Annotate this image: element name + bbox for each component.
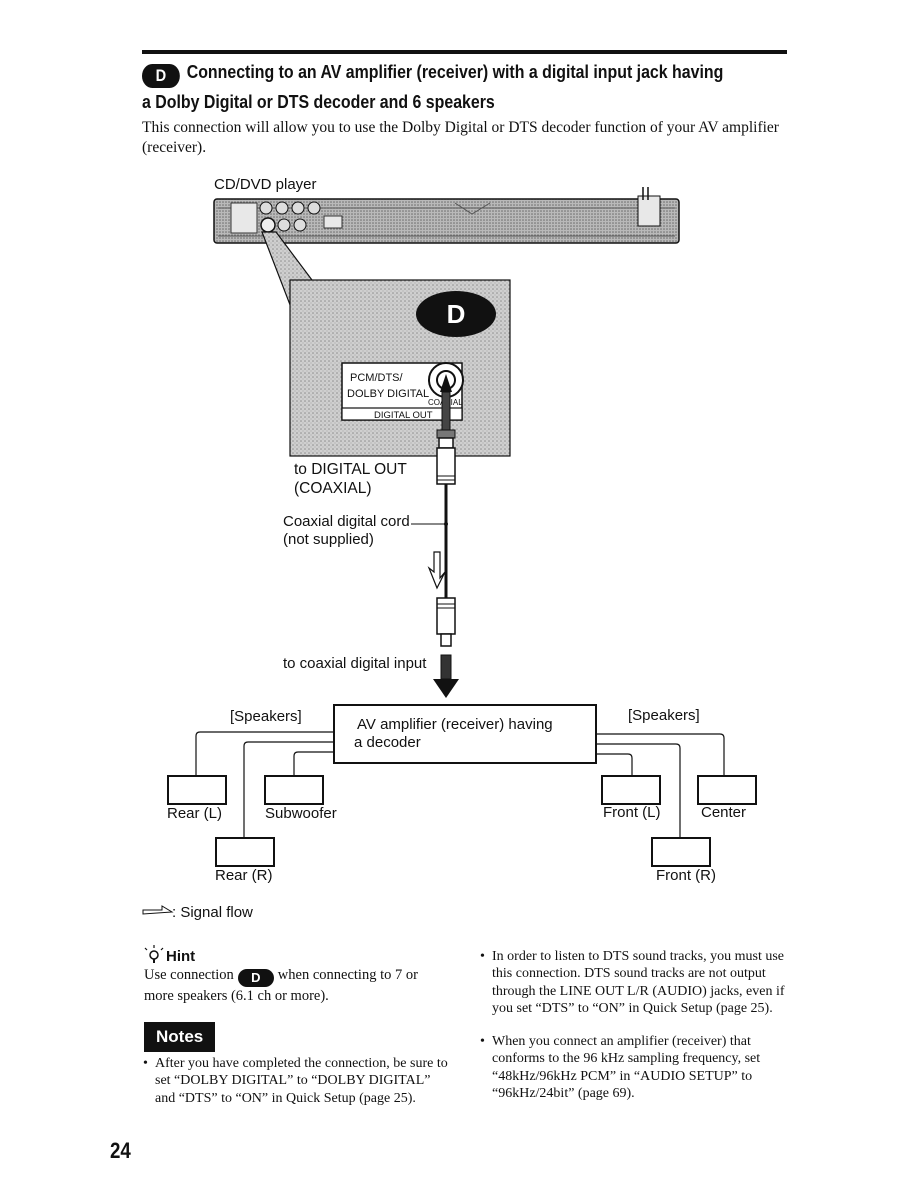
speaker-rear-r [215,837,275,867]
cord-label-line-2: (not supplied) [283,531,374,548]
note-item-1-text: After you have completed the connection,… [155,1056,448,1106]
hint-text-before: Use connection [144,967,234,983]
speaker-subwoofer [264,775,324,805]
lower-rca-plug [436,597,456,635]
speaker-front-r [651,837,711,867]
jack-digital-out-label: DIGITAL OUT [374,410,433,421]
upper-rca-plug [436,447,456,485]
av-amplifier-box: AV amplifier (receiver) having a decoder [333,704,597,764]
speakers-right-label: [Speakers] [628,707,700,724]
speaker-wires [195,731,725,838]
connection-d-badge: D [142,64,180,88]
notes-title: Notes [144,1022,216,1052]
hint-text-after: when connecting to 7 or more speakers (6… [144,967,418,1004]
speaker-front-l [601,775,661,805]
to-coaxial-input-label: to coaxial digital input [283,655,427,672]
speaker-rear-l [167,775,227,805]
panel-d-badge-text: D [447,299,466,329]
amp-label-line-2: a decoder [354,734,421,751]
rear-r-label: Rear (R) [215,867,273,884]
input-arrow [433,679,459,698]
note-item-2-text: In order to listen to DTS sound tracks, … [492,949,785,1017]
note-item-1: •After you have completed the connection… [143,1056,448,1106]
jack-label-line-1: PCM/DTS/ [350,372,404,384]
player-label: CD/DVD player [214,176,317,193]
signal-flow-arrow-up [440,374,452,392]
signal-flow-arrow-down [427,551,446,590]
heading-line-1: Connecting to an AV amplifier (receiver)… [186,61,724,82]
signal-flow-legend: : Signal flow [172,904,253,921]
player-rear-panel [213,187,680,244]
section-rule [142,50,787,54]
note-item-2: •In order to listen to DTS sound tracks,… [480,949,785,1017]
front-r-label: Front (R) [656,867,716,884]
heading-line-2: a Dolby Digital or DTS decoder and 6 spe… [142,91,495,112]
note-item-3-text: When you connect an amplifier (receiver)… [492,1034,761,1102]
note-item-3: •When you connect an amplifier (receiver… [480,1034,761,1102]
hint-d-badge: D [237,969,274,987]
to-digital-out-line-1: to DIGITAL OUT [294,461,407,478]
speaker-center [697,775,757,805]
section-heading: D Connecting to an AV amplifier (receiver… [142,58,723,115]
legend-arrow-icon [142,905,174,915]
panel-d-badge [416,291,496,337]
rear-l-label: Rear (L) [167,805,223,822]
amp-label-line-1: AV amplifier (receiver) having [357,716,553,733]
subwoofer-label: Subwoofer [265,805,337,822]
center-label: Center [701,804,747,821]
cord-label-line-1: Coaxial digital cord [283,513,410,530]
page-number: 24 [110,1138,131,1163]
speakers-left-label: [Speakers] [230,708,302,725]
to-digital-out-line-2: (COAXIAL) [294,480,372,497]
hint-title: Hint [166,948,196,965]
front-l-label: Front (L) [603,804,661,821]
intro-paragraph: This connection will allow you to use th… [142,119,779,156]
lightbulb-icon [144,945,164,963]
jack-label-line-2: DOLBY DIGITAL [347,388,429,400]
